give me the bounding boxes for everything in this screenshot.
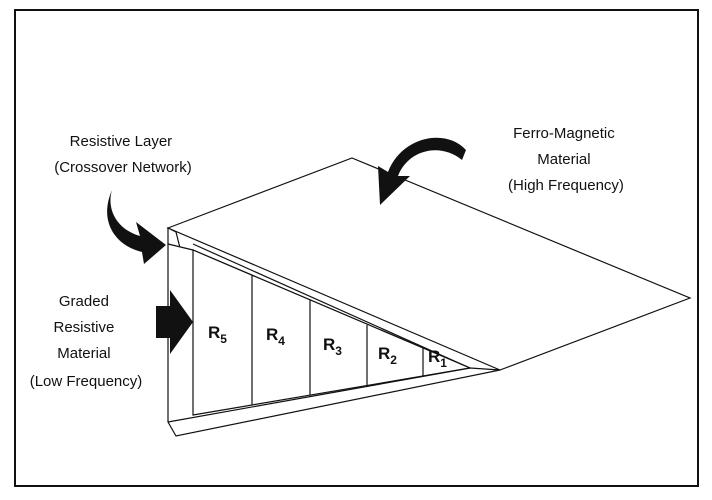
section-label-r2: R2 [378, 344, 397, 367]
figure-border [14, 9, 699, 487]
inner-top-edge [192, 243, 471, 369]
resistive-layer-label: Resistive Layer (Crossover Network) [54, 133, 192, 176]
graded-resistive-label: Graded Resistive Material (Low Frequency… [30, 293, 143, 390]
section-label-r3: R3 [323, 335, 342, 358]
section-label-r4: R4 [266, 325, 285, 348]
bottom-plate-edge [167, 367, 471, 423]
section-label-r1: R1 [428, 347, 447, 370]
resistive-layer-arrow-icon [107, 190, 166, 264]
ferro-magnetic-label: Ferro-Magnetic Material (High Frequency) [508, 125, 624, 194]
graded-resistive-wedge [192, 249, 473, 416]
ferro-magnetic-arrow-icon [378, 137, 466, 205]
section-label-r5: R5 [208, 323, 227, 346]
graded-resistive-arrow-icon [156, 290, 193, 354]
ferro-magnetic-sheet [166, 157, 692, 371]
